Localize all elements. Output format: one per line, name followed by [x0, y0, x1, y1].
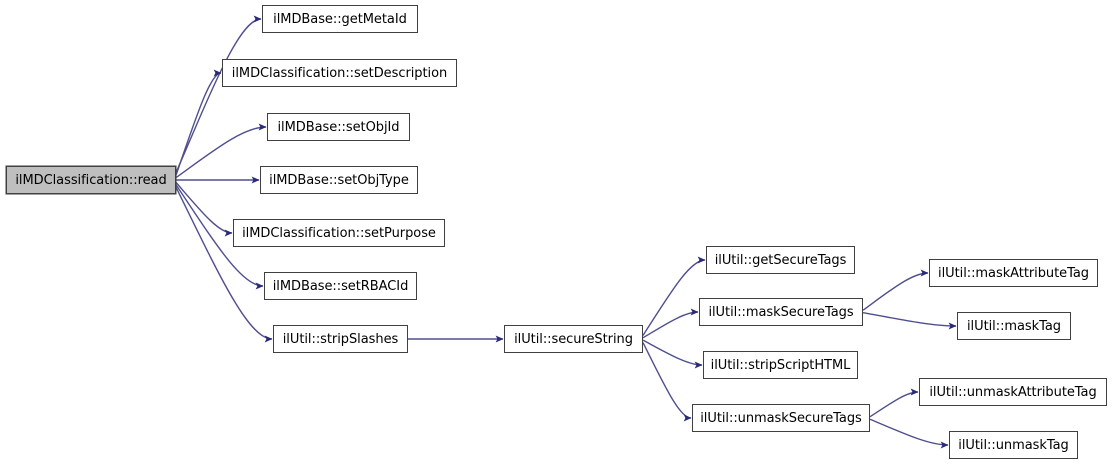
graph-node-label: ilMDClassification::read [15, 172, 167, 188]
graph-node-setPurpose[interactable]: ilMDClassification::setPurpose [233, 219, 445, 247]
graph-edge-unmaskSecureTags-to-unmaskTag [869, 418, 949, 449]
graph-edge-maskSecureTags-to-maskTag [862, 311, 957, 330]
graph-node-label: ilUtil::maskTag [966, 318, 1061, 334]
graph-node-label: ilUtil::unmaskAttributeTag [929, 384, 1097, 400]
graph-edge-secureString-to-maskSecureTags [642, 308, 699, 339]
graph-node-label: ilMDBase::setObjId [277, 119, 400, 135]
graph-node-unmaskAttributeTag[interactable]: ilUtil::unmaskAttributeTag [919, 378, 1107, 406]
graph-node-setDescription[interactable]: ilMDClassification::setDescription [222, 59, 457, 87]
graph-node-label: ilUtil::secureString [514, 331, 633, 347]
graph-node-maskTag[interactable]: ilUtil::maskTag [957, 312, 1071, 340]
graph-node-label: ilUtil::getSecureTags [714, 252, 847, 268]
graph-node-label: ilMDClassification::setDescription [231, 65, 448, 81]
graph-node-label: ilMDClassification::setPurpose [242, 225, 436, 241]
graph-node-read[interactable]: ilMDClassification::read [6, 166, 176, 194]
graph-node-label: ilMDBase::setObjType [269, 172, 409, 188]
graph-node-setRBACId[interactable]: ilMDBase::setRBACId [264, 272, 417, 300]
graph-node-label: ilUtil::maskAttributeTag [938, 265, 1089, 281]
graph-node-maskAttributeTag[interactable]: ilUtil::maskAttributeTag [929, 259, 1098, 287]
graph-edge-unmaskSecureTags-to-unmaskAttributeTag [869, 388, 919, 418]
graph-node-stripScriptHTML[interactable]: ilUtil::stripScriptHTML [703, 351, 858, 379]
graph-node-label: ilMDBase::setRBACId [272, 278, 409, 294]
graph-node-getMetaId[interactable]: ilMDBase::getMetaId [262, 5, 418, 33]
graph-node-maskSecureTags[interactable]: ilUtil::maskSecureTags [699, 298, 863, 326]
graph-node-secureString[interactable]: ilUtil::secureString [504, 325, 643, 353]
graph-node-getSecureTags[interactable]: ilUtil::getSecureTags [706, 246, 855, 274]
graph-node-label: ilUtil::stripSlashes [282, 331, 399, 347]
graph-node-label: ilMDBase::getMetaId [273, 11, 407, 27]
graph-node-setObjType[interactable]: ilMDBase::setObjType [260, 166, 418, 194]
graph-edge-read-to-stripSlashes [175, 186, 273, 343]
graph-node-unmaskTag[interactable]: ilUtil::unmaskTag [949, 431, 1078, 459]
graph-edge-read-to-setPurpose [175, 181, 233, 237]
graph-node-label: ilUtil::maskSecureTags [708, 304, 854, 320]
graph-edge-secureString-to-stripScriptHTML [642, 339, 703, 369]
graph-edge-maskSecureTags-to-maskAttributeTag [862, 269, 929, 311]
graph-node-label: ilUtil::unmaskTag [958, 437, 1069, 453]
graph-node-setObjId[interactable]: ilMDBase::setObjId [267, 113, 410, 141]
graph-node-label: ilUtil::stripScriptHTML [710, 357, 851, 373]
graph-node-stripSlashes[interactable]: ilUtil::stripSlashes [273, 325, 408, 353]
graph-node-label: ilUtil::unmaskSecureTags [700, 410, 862, 426]
graph-edge-read-to-setObjId [175, 123, 267, 179]
graph-edge-secureString-to-unmaskSecureTags [642, 342, 692, 422]
graph-edge-secureString-to-getSecureTags [642, 256, 706, 336]
graph-edge-read-to-setDescription [175, 69, 222, 176]
graph-node-unmaskSecureTags[interactable]: ilUtil::unmaskSecureTags [692, 404, 870, 432]
graph-edge-read-to-getMetaId [175, 15, 262, 174]
